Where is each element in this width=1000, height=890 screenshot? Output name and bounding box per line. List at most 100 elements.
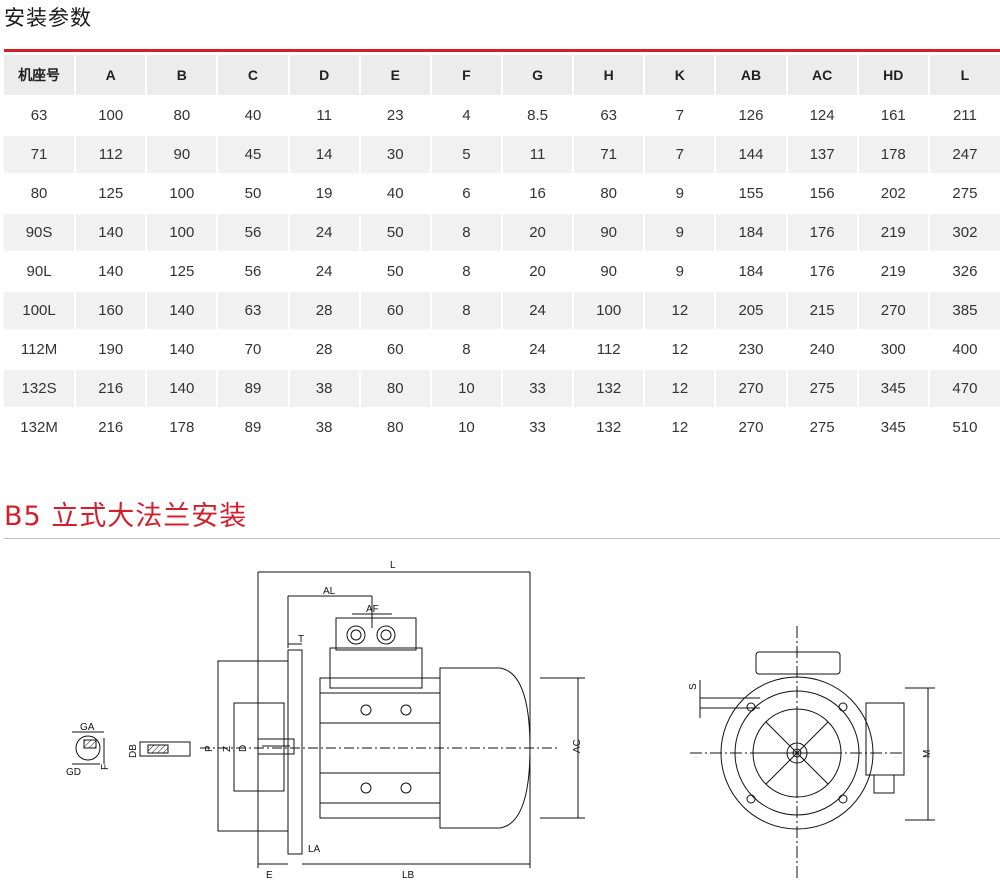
header-h: H <box>572 55 645 96</box>
table-cell: 8.5 <box>500 95 574 135</box>
table-cell: 205 <box>714 290 787 330</box>
table-cell: 140 <box>145 290 218 330</box>
table-cell: 8 <box>429 251 502 291</box>
table-cell: 132 <box>572 368 645 408</box>
table-cell: 345 <box>856 407 929 446</box>
table-cell: 176 <box>785 212 858 252</box>
table-cell: 11 <box>287 95 360 135</box>
section-title-installation-params: 安装参数 <box>4 6 92 30</box>
label-T: T <box>298 634 304 645</box>
table-cell: 470 <box>927 368 1000 408</box>
table-cell: 80 <box>358 407 431 446</box>
table-cell: 10 <box>429 407 502 446</box>
table-cell: 9 <box>643 251 716 291</box>
table-cell: 71 <box>572 134 645 174</box>
table-cell: 216 <box>74 407 147 446</box>
label-AC: AC <box>572 739 583 753</box>
table-cell: 137 <box>785 134 858 174</box>
table-cell: 19 <box>287 173 360 213</box>
table-cell: 112 <box>572 329 645 369</box>
front-view <box>690 626 935 878</box>
table-cell: 100 <box>145 212 218 252</box>
table-cell: 202 <box>856 173 929 213</box>
table-cell: 38 <box>287 368 360 408</box>
table-cell: 56 <box>216 251 289 291</box>
table-cell: 50 <box>216 173 289 213</box>
table-cell: 89 <box>216 368 289 408</box>
table-cell: 90S <box>4 212 76 252</box>
table-cell: 125 <box>74 173 147 213</box>
table-cell: 178 <box>145 407 218 446</box>
header-ac: AC <box>785 55 858 96</box>
table-cell: 40 <box>216 95 289 135</box>
section-divider <box>4 538 1000 539</box>
table-cell: 60 <box>358 329 431 369</box>
table-cell: 24 <box>500 290 574 330</box>
header-g: G <box>500 55 574 96</box>
table-cell: 156 <box>785 173 858 213</box>
table-cell: 24 <box>287 251 360 291</box>
label-GD: GD <box>66 767 81 778</box>
table-cell: 126 <box>714 95 787 135</box>
table-cell: 275 <box>785 368 858 408</box>
label-S: S <box>688 683 699 690</box>
b5-mounting-drawing: L AL AF T AC GA GD F DB P Z D E LA LB S … <box>66 560 935 881</box>
table-cell: 140 <box>145 368 218 408</box>
table-cell: 24 <box>287 212 360 252</box>
table-cell: 63 <box>572 95 645 135</box>
table-cell: 184 <box>714 212 787 252</box>
table-cell: 45 <box>216 134 289 174</box>
table-cell: 216 <box>74 368 147 408</box>
header-frame-size: 机座号 <box>4 55 76 96</box>
header-e: E <box>358 55 431 96</box>
table-cell: 8 <box>429 290 502 330</box>
table-cell: 230 <box>714 329 787 369</box>
table-cell: 155 <box>714 173 787 213</box>
table-cell: 302 <box>927 212 1000 252</box>
table-cell: 4 <box>429 95 502 135</box>
label-P: P <box>204 745 215 752</box>
table-cell: 11 <box>500 134 574 174</box>
table-cell: 33 <box>500 407 574 446</box>
table-cell: 270 <box>714 368 787 408</box>
table-cell: 63 <box>4 95 76 135</box>
table-cell: 9 <box>643 173 716 213</box>
table-cell: 70 <box>216 329 289 369</box>
header-f: F <box>429 55 502 96</box>
table-cell: 90L <box>4 251 76 291</box>
table-cell: 12 <box>643 329 716 369</box>
table-cell: 326 <box>927 251 1000 291</box>
table-cell: 247 <box>927 134 1000 174</box>
table-cell: 240 <box>785 329 858 369</box>
table-cell: 80 <box>572 173 645 213</box>
label-F: F <box>100 764 111 770</box>
table-cell: 140 <box>74 212 147 252</box>
table-cell: 12 <box>643 290 716 330</box>
table-cell: 125 <box>145 251 218 291</box>
table-cell: 400 <box>927 329 1000 369</box>
table-cell: 71 <box>4 134 76 174</box>
header-d: D <box>287 55 360 96</box>
table-cell: 14 <box>287 134 360 174</box>
table-cell: 112 <box>74 134 147 174</box>
table-cell: 20 <box>500 212 574 252</box>
table-cell: 23 <box>358 95 431 135</box>
header-k: K <box>643 55 716 96</box>
table-cell: 80 <box>145 95 218 135</box>
table-cell: 8 <box>429 329 502 369</box>
title-underline <box>4 49 1000 52</box>
label-Z: Z <box>222 746 233 752</box>
table-cell: 7 <box>643 134 716 174</box>
table-cell: 112M <box>4 329 76 369</box>
header-hd: HD <box>856 55 929 96</box>
label-D: D <box>238 745 249 752</box>
